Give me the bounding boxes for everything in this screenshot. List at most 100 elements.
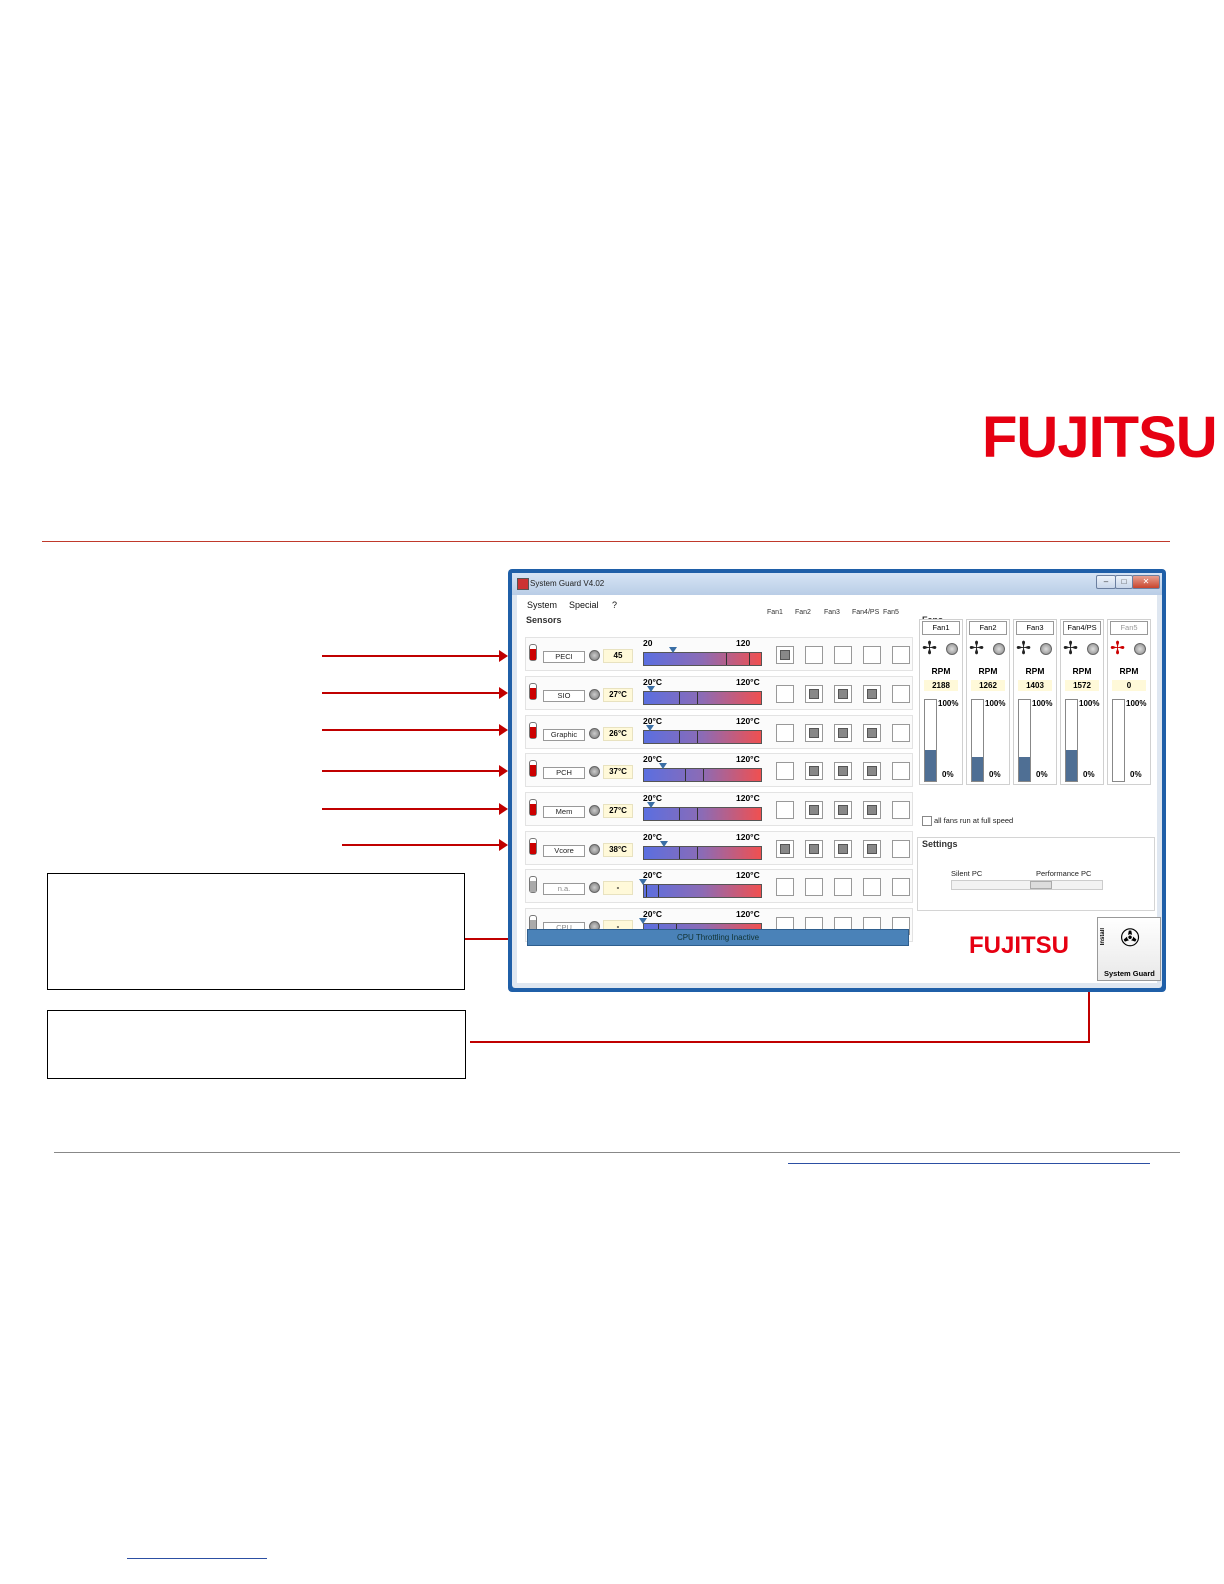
- fan-assign-checkbox[interactable]: [805, 801, 823, 819]
- fan-assign-checkbox[interactable]: [863, 878, 881, 896]
- fan-assign-checkbox[interactable]: [776, 801, 794, 819]
- fan-assign-checkbox[interactable]: [863, 801, 881, 819]
- menu-special[interactable]: Special: [569, 600, 599, 610]
- fan-assign-checkbox[interactable]: [776, 646, 794, 664]
- threshold-tick[interactable]: [679, 847, 680, 859]
- fan-name-button[interactable]: Fan3: [1016, 621, 1054, 635]
- minimize-button[interactable]: –: [1096, 575, 1116, 589]
- scale-max: 120: [736, 638, 751, 648]
- slider-thumb[interactable]: [1030, 881, 1052, 889]
- fan-assign-checkbox[interactable]: [805, 724, 823, 742]
- fan-speed-bar: [971, 699, 984, 782]
- threshold-tick[interactable]: [679, 692, 680, 704]
- fan-assign-checkbox[interactable]: [892, 724, 910, 742]
- fujitsu-logo: FUJITSU: [982, 405, 1218, 470]
- fan-assign-checkbox[interactable]: [863, 646, 881, 664]
- fan-assign-checkbox[interactable]: [892, 762, 910, 780]
- fan-assign-checkbox[interactable]: [892, 840, 910, 858]
- system-guard-badge[interactable]: Install ✇ System Guard: [1097, 917, 1161, 981]
- fan-assign-checkbox[interactable]: [834, 685, 852, 703]
- fan-assign-checkbox[interactable]: [834, 878, 852, 896]
- sensor-name-button[interactable]: Graphic: [543, 729, 585, 741]
- menu-help[interactable]: ?: [612, 600, 618, 610]
- fan-name-button[interactable]: Fan2: [969, 621, 1007, 635]
- fan-assign-checkbox[interactable]: [834, 724, 852, 742]
- title-bar[interactable]: System Guard V4.02 – □ ✕: [512, 573, 1162, 595]
- fan-name-button[interactable]: Fan4/PS: [1063, 621, 1101, 635]
- sensor-name-button[interactable]: SIO: [543, 690, 585, 702]
- pct-max: 100%: [1032, 699, 1053, 708]
- threshold-tick[interactable]: [697, 847, 698, 859]
- sensor-value: 27°C: [603, 688, 633, 702]
- fan-assign-checkbox[interactable]: [776, 685, 794, 703]
- fan-assign-checkbox[interactable]: [892, 801, 910, 819]
- fan-assign-checkbox[interactable]: [776, 762, 794, 780]
- temperature-bar[interactable]: [643, 768, 762, 782]
- fan-assign-checkbox[interactable]: [776, 878, 794, 896]
- threshold-tick[interactable]: [697, 808, 698, 820]
- menu-system[interactable]: System: [527, 600, 558, 610]
- fan-assign-checkbox[interactable]: [863, 685, 881, 703]
- sensor-name-button[interactable]: Vcore: [543, 845, 585, 857]
- performance-slider[interactable]: [951, 880, 1103, 890]
- sensor-name-button[interactable]: PCH: [543, 767, 585, 779]
- temperature-marker: [669, 647, 677, 653]
- fan-assign-checkbox[interactable]: [863, 840, 881, 858]
- fan-assign-checkbox[interactable]: [805, 762, 823, 780]
- fan-assign-checkbox[interactable]: [805, 840, 823, 858]
- threshold-tick[interactable]: [658, 885, 659, 897]
- bottom-link-underline[interactable]: [127, 1558, 267, 1559]
- threshold-tick[interactable]: [749, 653, 750, 665]
- fan-assign-checkbox[interactable]: [834, 840, 852, 858]
- system-guard-window: System Guard V4.02 – □ ✕ System Special …: [508, 569, 1166, 992]
- temperature-bar[interactable]: [643, 730, 762, 744]
- temperature-bar[interactable]: [643, 807, 762, 821]
- scale-min: 20°C: [643, 870, 662, 880]
- scale-min: 20°C: [643, 677, 662, 687]
- fan-assign-checkbox[interactable]: [834, 801, 852, 819]
- threshold-tick[interactable]: [697, 692, 698, 704]
- fan-assign-checkbox[interactable]: [776, 724, 794, 742]
- arrow-vcore: [342, 839, 508, 851]
- threshold-tick[interactable]: [685, 769, 686, 781]
- threshold-tick[interactable]: [726, 653, 727, 665]
- threshold-tick[interactable]: [679, 731, 680, 743]
- sensor-name-button[interactable]: Mem: [543, 806, 585, 818]
- threshold-tick[interactable]: [697, 731, 698, 743]
- fan-assign-checkbox[interactable]: [863, 762, 881, 780]
- temperature-marker: [647, 686, 655, 692]
- fan-assign-checkbox[interactable]: [892, 685, 910, 703]
- threshold-tick[interactable]: [703, 769, 704, 781]
- fan-name-button[interactable]: Fan1: [922, 621, 960, 635]
- sensor-fan-header: Fan4/PS: [852, 609, 880, 616]
- sensor-fan-header: Fan2: [795, 609, 811, 616]
- fan-assign-checkbox[interactable]: [834, 762, 852, 780]
- sensor-fan-header: Fan5: [883, 609, 899, 616]
- full-speed-checkbox[interactable]: [922, 816, 932, 826]
- fan-assign-checkbox[interactable]: [805, 878, 823, 896]
- temperature-bar[interactable]: [643, 691, 762, 705]
- fan-assign-checkbox[interactable]: [805, 646, 823, 664]
- threshold-tick[interactable]: [679, 808, 680, 820]
- fan-name-button[interactable]: Fan5: [1110, 621, 1148, 635]
- fan-assign-checkbox[interactable]: [776, 840, 794, 858]
- fan-assign-checkbox[interactable]: [892, 646, 910, 664]
- rpm-label: RPM: [1072, 666, 1092, 676]
- sensor-name-button[interactable]: PECI: [543, 651, 585, 663]
- temperature-bar[interactable]: [643, 846, 762, 860]
- fan-assign-checkbox[interactable]: [863, 724, 881, 742]
- rpm-value: 1572: [1065, 680, 1099, 691]
- temperature-bar[interactable]: [643, 652, 762, 666]
- sensor-status-led: [589, 766, 600, 777]
- fan-assign-checkbox[interactable]: [805, 685, 823, 703]
- fan-assign-checkbox[interactable]: [834, 646, 852, 664]
- temperature-bar[interactable]: [643, 884, 762, 898]
- maximize-button[interactable]: □: [1115, 575, 1133, 589]
- scale-min: 20°C: [643, 754, 662, 764]
- threshold-tick[interactable]: [646, 885, 647, 897]
- fan-assign-checkbox[interactable]: [892, 878, 910, 896]
- close-button[interactable]: ✕: [1132, 575, 1160, 589]
- sensor-name-button[interactable]: n.a.: [543, 883, 585, 895]
- footer-link-underline[interactable]: [788, 1163, 1150, 1164]
